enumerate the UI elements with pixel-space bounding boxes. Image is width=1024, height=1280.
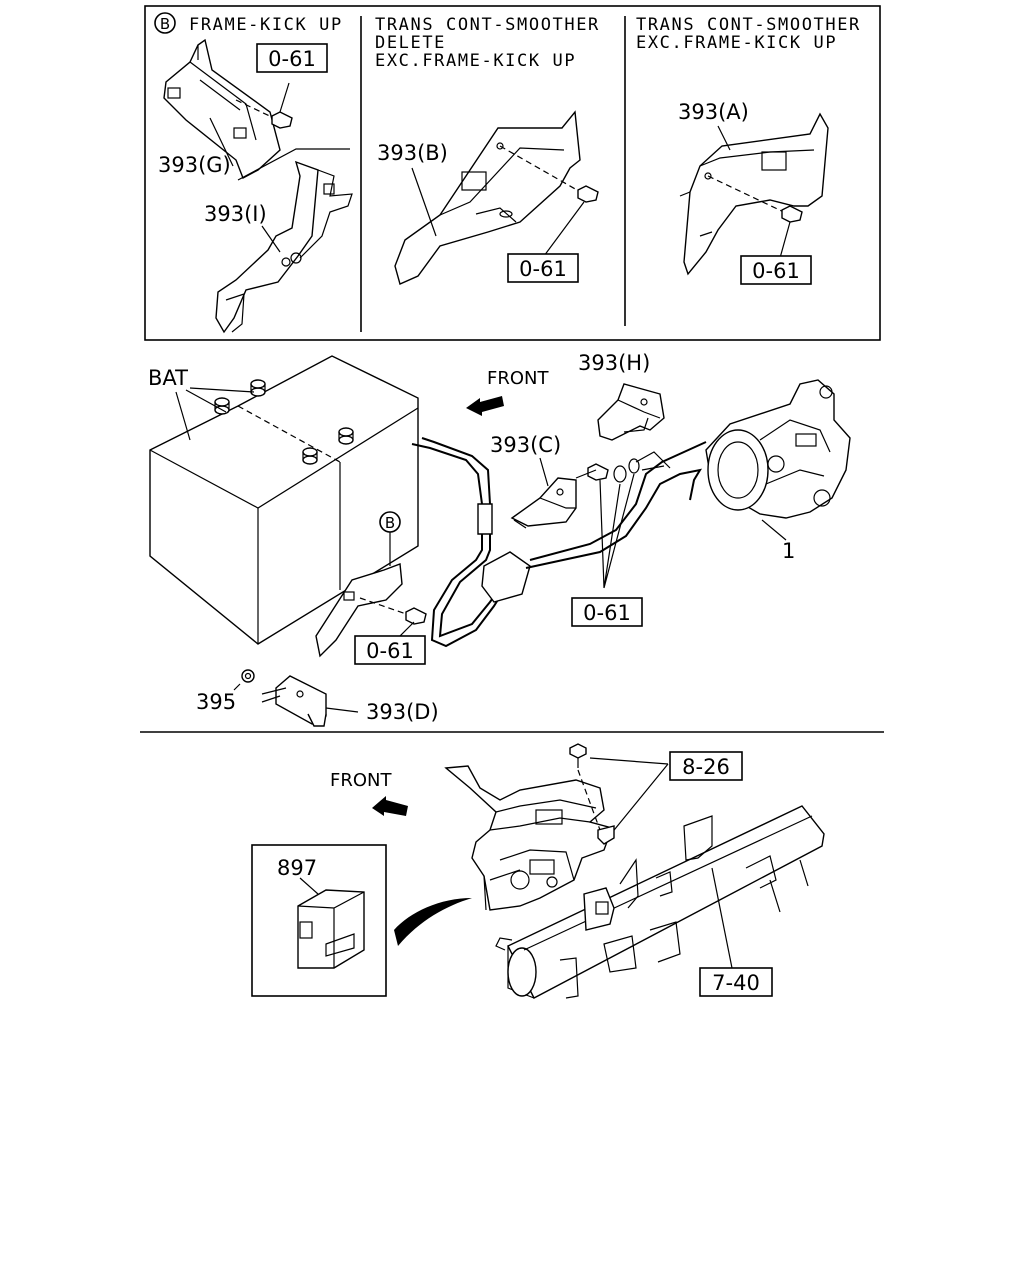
mounting-bracket-drawing bbox=[444, 765, 613, 911]
ref-col2: 0-61 bbox=[519, 257, 567, 281]
lower-section: FRONT 897 bbox=[251, 743, 825, 999]
label-393h: 393(H) bbox=[578, 351, 650, 375]
front-arrow-main bbox=[466, 396, 504, 416]
front-label-main: FRONT bbox=[487, 368, 549, 389]
ref-box-col2 bbox=[507, 253, 579, 283]
col3-title-line1: TRANS CONT-SMOOTHER bbox=[636, 15, 861, 35]
ref-box-col1 bbox=[256, 43, 328, 73]
label-393g: 393(G) bbox=[158, 153, 231, 177]
bolt-826-drawing bbox=[569, 743, 669, 845]
col2-title-line3: EXC.FRAME-KICK UP bbox=[375, 51, 576, 71]
ref-box-740 bbox=[699, 967, 773, 997]
frame-rail-drawing bbox=[495, 805, 825, 999]
front-arrow-lower bbox=[372, 796, 408, 816]
starter-motor-drawing bbox=[705, 379, 851, 519]
nut-395 bbox=[241, 669, 255, 683]
inset-panel: B FRAME-KICK UP TRANS CONT-SMOOTHER DELE… bbox=[144, 5, 881, 341]
ref-740: 7-40 bbox=[712, 971, 760, 995]
bracket-393c-drawing bbox=[510, 477, 577, 529]
label-part-1: 1 bbox=[782, 539, 795, 563]
ref-box-main-2 bbox=[354, 635, 426, 665]
label-393c: 393(C) bbox=[490, 433, 561, 457]
bracket-393d-drawing bbox=[261, 675, 327, 727]
controller-897-drawing bbox=[297, 889, 365, 969]
col2-title-line2: DELETE bbox=[375, 33, 446, 53]
label-393b: 393(B) bbox=[377, 141, 448, 165]
col2-title-line1: TRANS CONT-SMOOTHER bbox=[375, 15, 600, 35]
ref-col3: 0-61 bbox=[752, 259, 800, 283]
label-897: 897 bbox=[277, 856, 317, 880]
label-395: 395 bbox=[196, 690, 236, 714]
label-393d: 393(D) bbox=[366, 700, 439, 724]
middle-section: BAT FRONT 1 bbox=[148, 351, 851, 727]
front-label-lower: FRONT bbox=[330, 770, 392, 791]
ref-col1: 0-61 bbox=[268, 47, 316, 71]
callout-circle-b-letter: B bbox=[160, 15, 170, 33]
ref-box-main-1 bbox=[571, 597, 643, 627]
swoosh-arrow bbox=[394, 898, 472, 946]
col3-title-line2: EXC.FRAME-KICK UP bbox=[636, 33, 837, 53]
bracket-b-main-drawing bbox=[315, 563, 427, 658]
col1-title: FRAME-KICK UP bbox=[189, 15, 343, 35]
bracket-393b-drawing bbox=[394, 110, 599, 285]
callout-circle-b bbox=[154, 12, 176, 34]
callout-circle-b-main-letter: B bbox=[385, 514, 395, 532]
ref-box-826 bbox=[669, 751, 743, 781]
label-bat: BAT bbox=[148, 366, 188, 390]
ref-box-col3 bbox=[740, 255, 812, 285]
bracket-393i-drawing bbox=[215, 160, 353, 334]
label-393i: 393(I) bbox=[204, 202, 267, 226]
bracket-393g-drawing bbox=[163, 38, 350, 181]
ref-main-1: 0-61 bbox=[583, 601, 631, 625]
ref-main-2: 0-61 bbox=[366, 639, 414, 663]
bracket-393h-drawing bbox=[597, 383, 665, 441]
ref-826: 8-26 bbox=[682, 755, 730, 779]
bracket-393a-drawing bbox=[679, 112, 829, 276]
label-393a: 393(A) bbox=[678, 100, 749, 124]
